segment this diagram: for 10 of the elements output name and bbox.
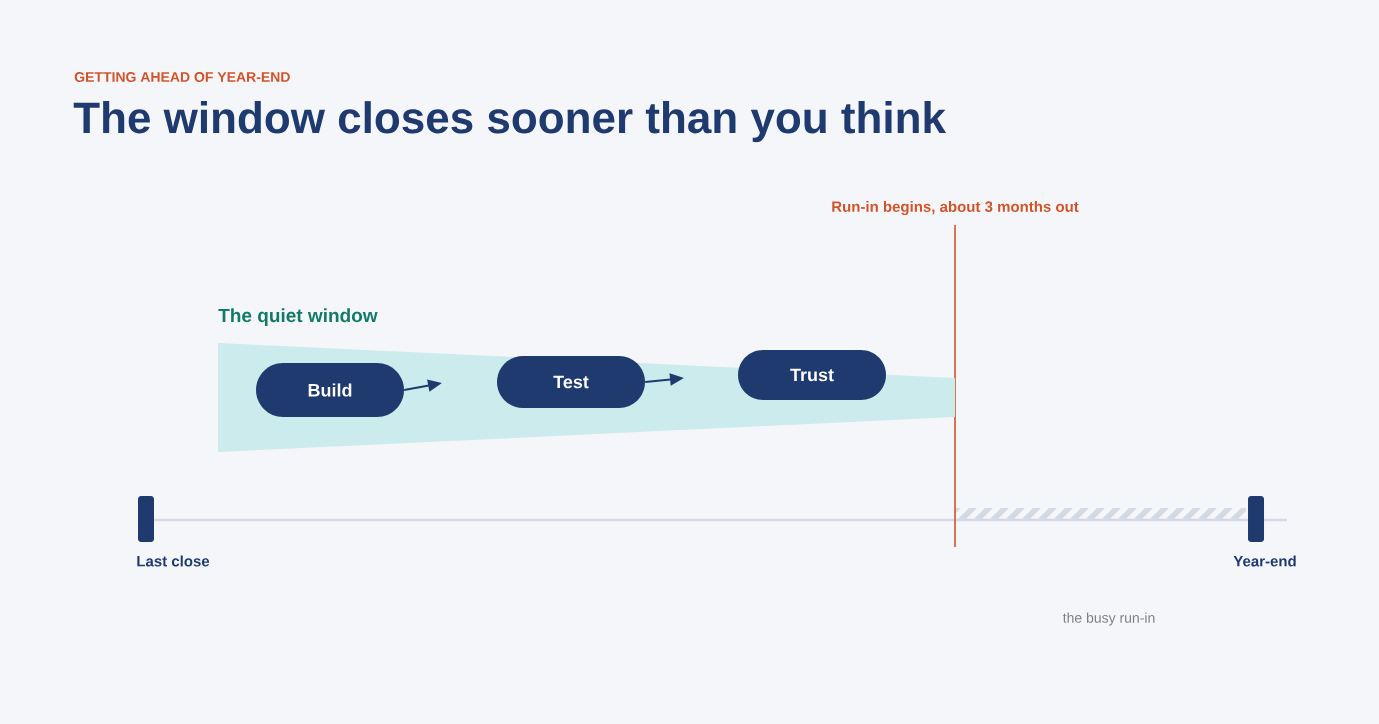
timeline-label: Last close [137,555,210,567]
title: The window closes sooner than you think [73,101,947,143]
kicker: GETTING AHEAD OF YEAR-END [74,72,290,82]
note: the busy run-in [1062,612,1155,626]
step-pill: Trust [738,350,886,400]
marker-label: Run-in begins, about 3 months out [832,201,1079,216]
step-pill: Test [497,356,645,408]
step-pill: Build [256,363,404,417]
timeline-label: Year-end [1233,555,1296,567]
node-label: The quiet window [218,308,378,326]
